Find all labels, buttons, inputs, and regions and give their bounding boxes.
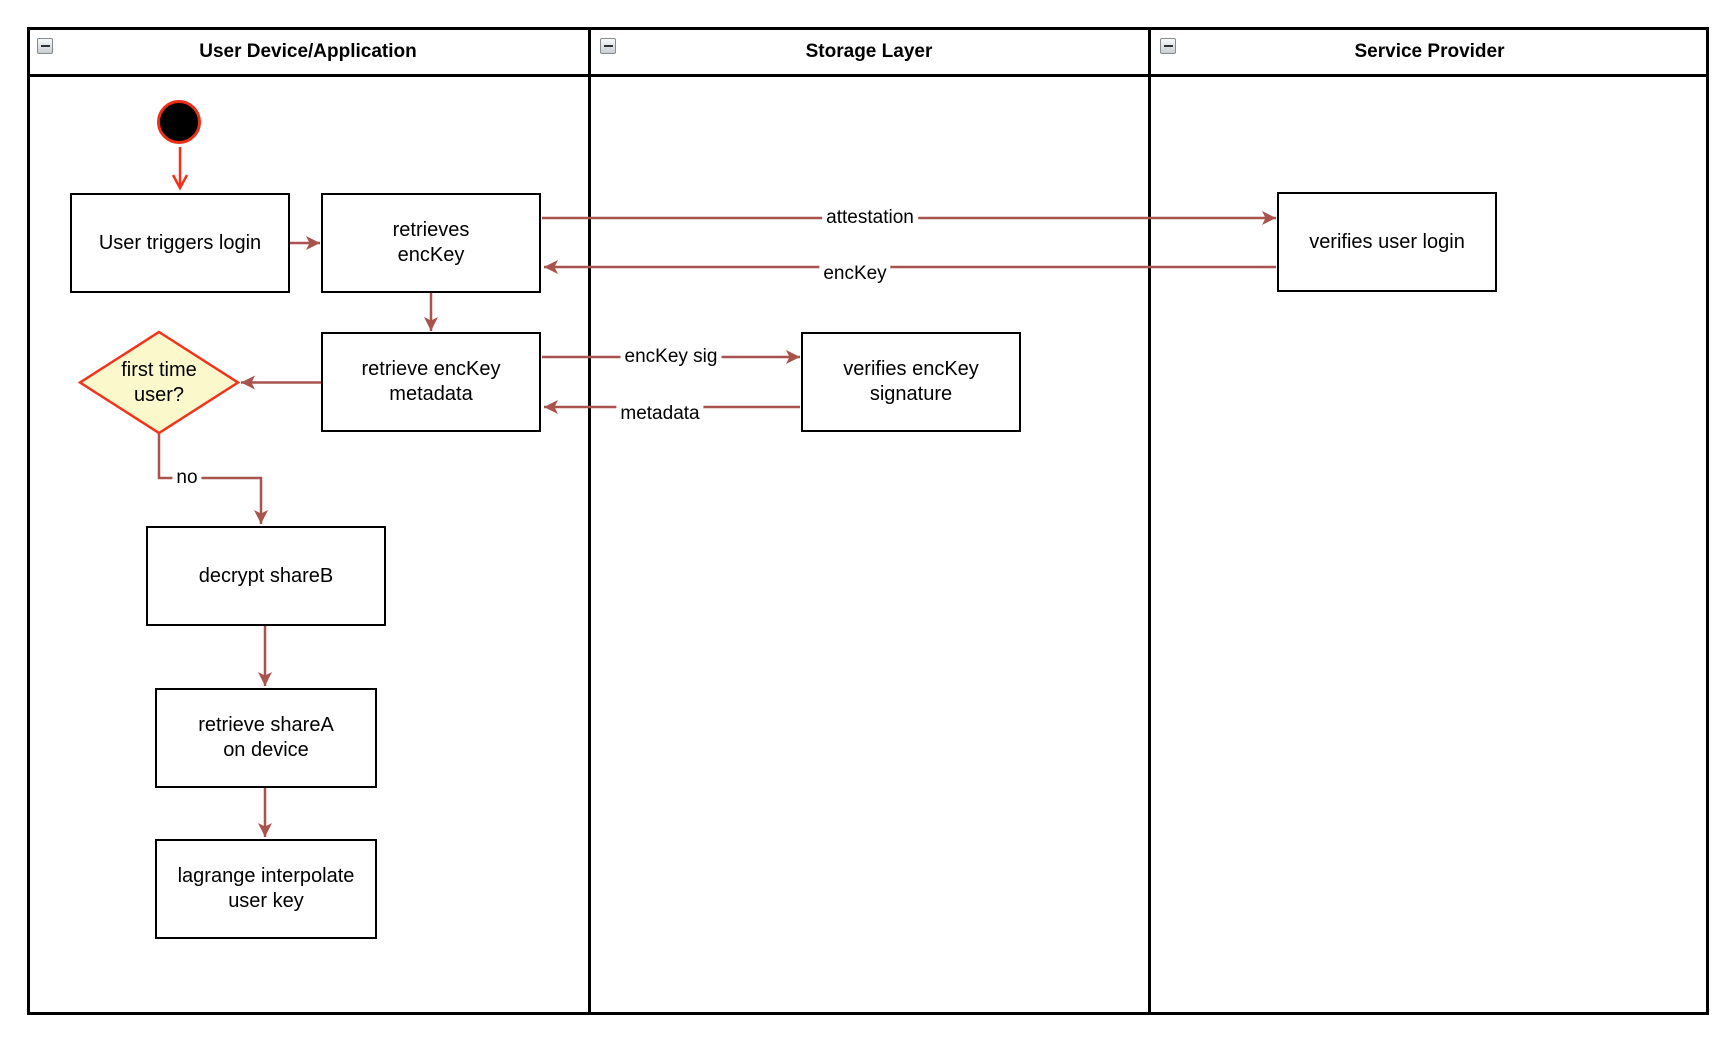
collapse-icon[interactable] bbox=[37, 38, 53, 54]
node-lagrange-interpolate[interactable]: lagrange interpolate user key bbox=[155, 839, 377, 939]
node-user-triggers-login[interactable]: User triggers login bbox=[70, 193, 290, 293]
lane-separator-2 bbox=[1148, 27, 1151, 1015]
minus-icon bbox=[40, 44, 50, 48]
minus-icon bbox=[603, 44, 613, 48]
lane-title-service-provider: Service Provider bbox=[1354, 40, 1505, 62]
collapse-icon[interactable] bbox=[1160, 38, 1176, 54]
node-verifies-enckey-signature[interactable]: verifies encKey signature bbox=[801, 332, 1021, 432]
lane-header-divider bbox=[27, 74, 1709, 77]
collapse-icon[interactable] bbox=[600, 38, 616, 54]
edge-no-to-decrypt bbox=[157, 433, 268, 524]
edge-label-no: no bbox=[172, 466, 202, 490]
lane-title-storage-layer: Storage Layer bbox=[805, 40, 933, 62]
node-verifies-user-login[interactable]: verifies user login bbox=[1277, 192, 1497, 292]
edge-label-metadata: metadata bbox=[616, 402, 704, 426]
edge-label-enckey-sig: encKey sig bbox=[620, 345, 722, 369]
edge-label-enckey: encKey bbox=[819, 262, 891, 286]
node-retrieve-enckey-metadata[interactable]: retrieve encKey metadata bbox=[321, 332, 541, 432]
start-node[interactable] bbox=[157, 100, 201, 144]
lane-separator-1 bbox=[588, 27, 591, 1015]
node-retrieve-sharea[interactable]: retrieve shareA on device bbox=[155, 688, 377, 788]
node-decrypt-shareb[interactable]: decrypt shareB bbox=[146, 526, 386, 626]
lane-title-user-device: User Device/Application bbox=[199, 40, 417, 62]
edge-label-attestation: attestation bbox=[822, 206, 918, 230]
decision-diamond[interactable] bbox=[77, 330, 241, 435]
decision-first-time-user[interactable]: first time user? bbox=[121, 358, 197, 406]
node-retrieves-enckey[interactable]: retrieves encKey bbox=[321, 193, 541, 293]
minus-icon bbox=[1163, 44, 1173, 48]
